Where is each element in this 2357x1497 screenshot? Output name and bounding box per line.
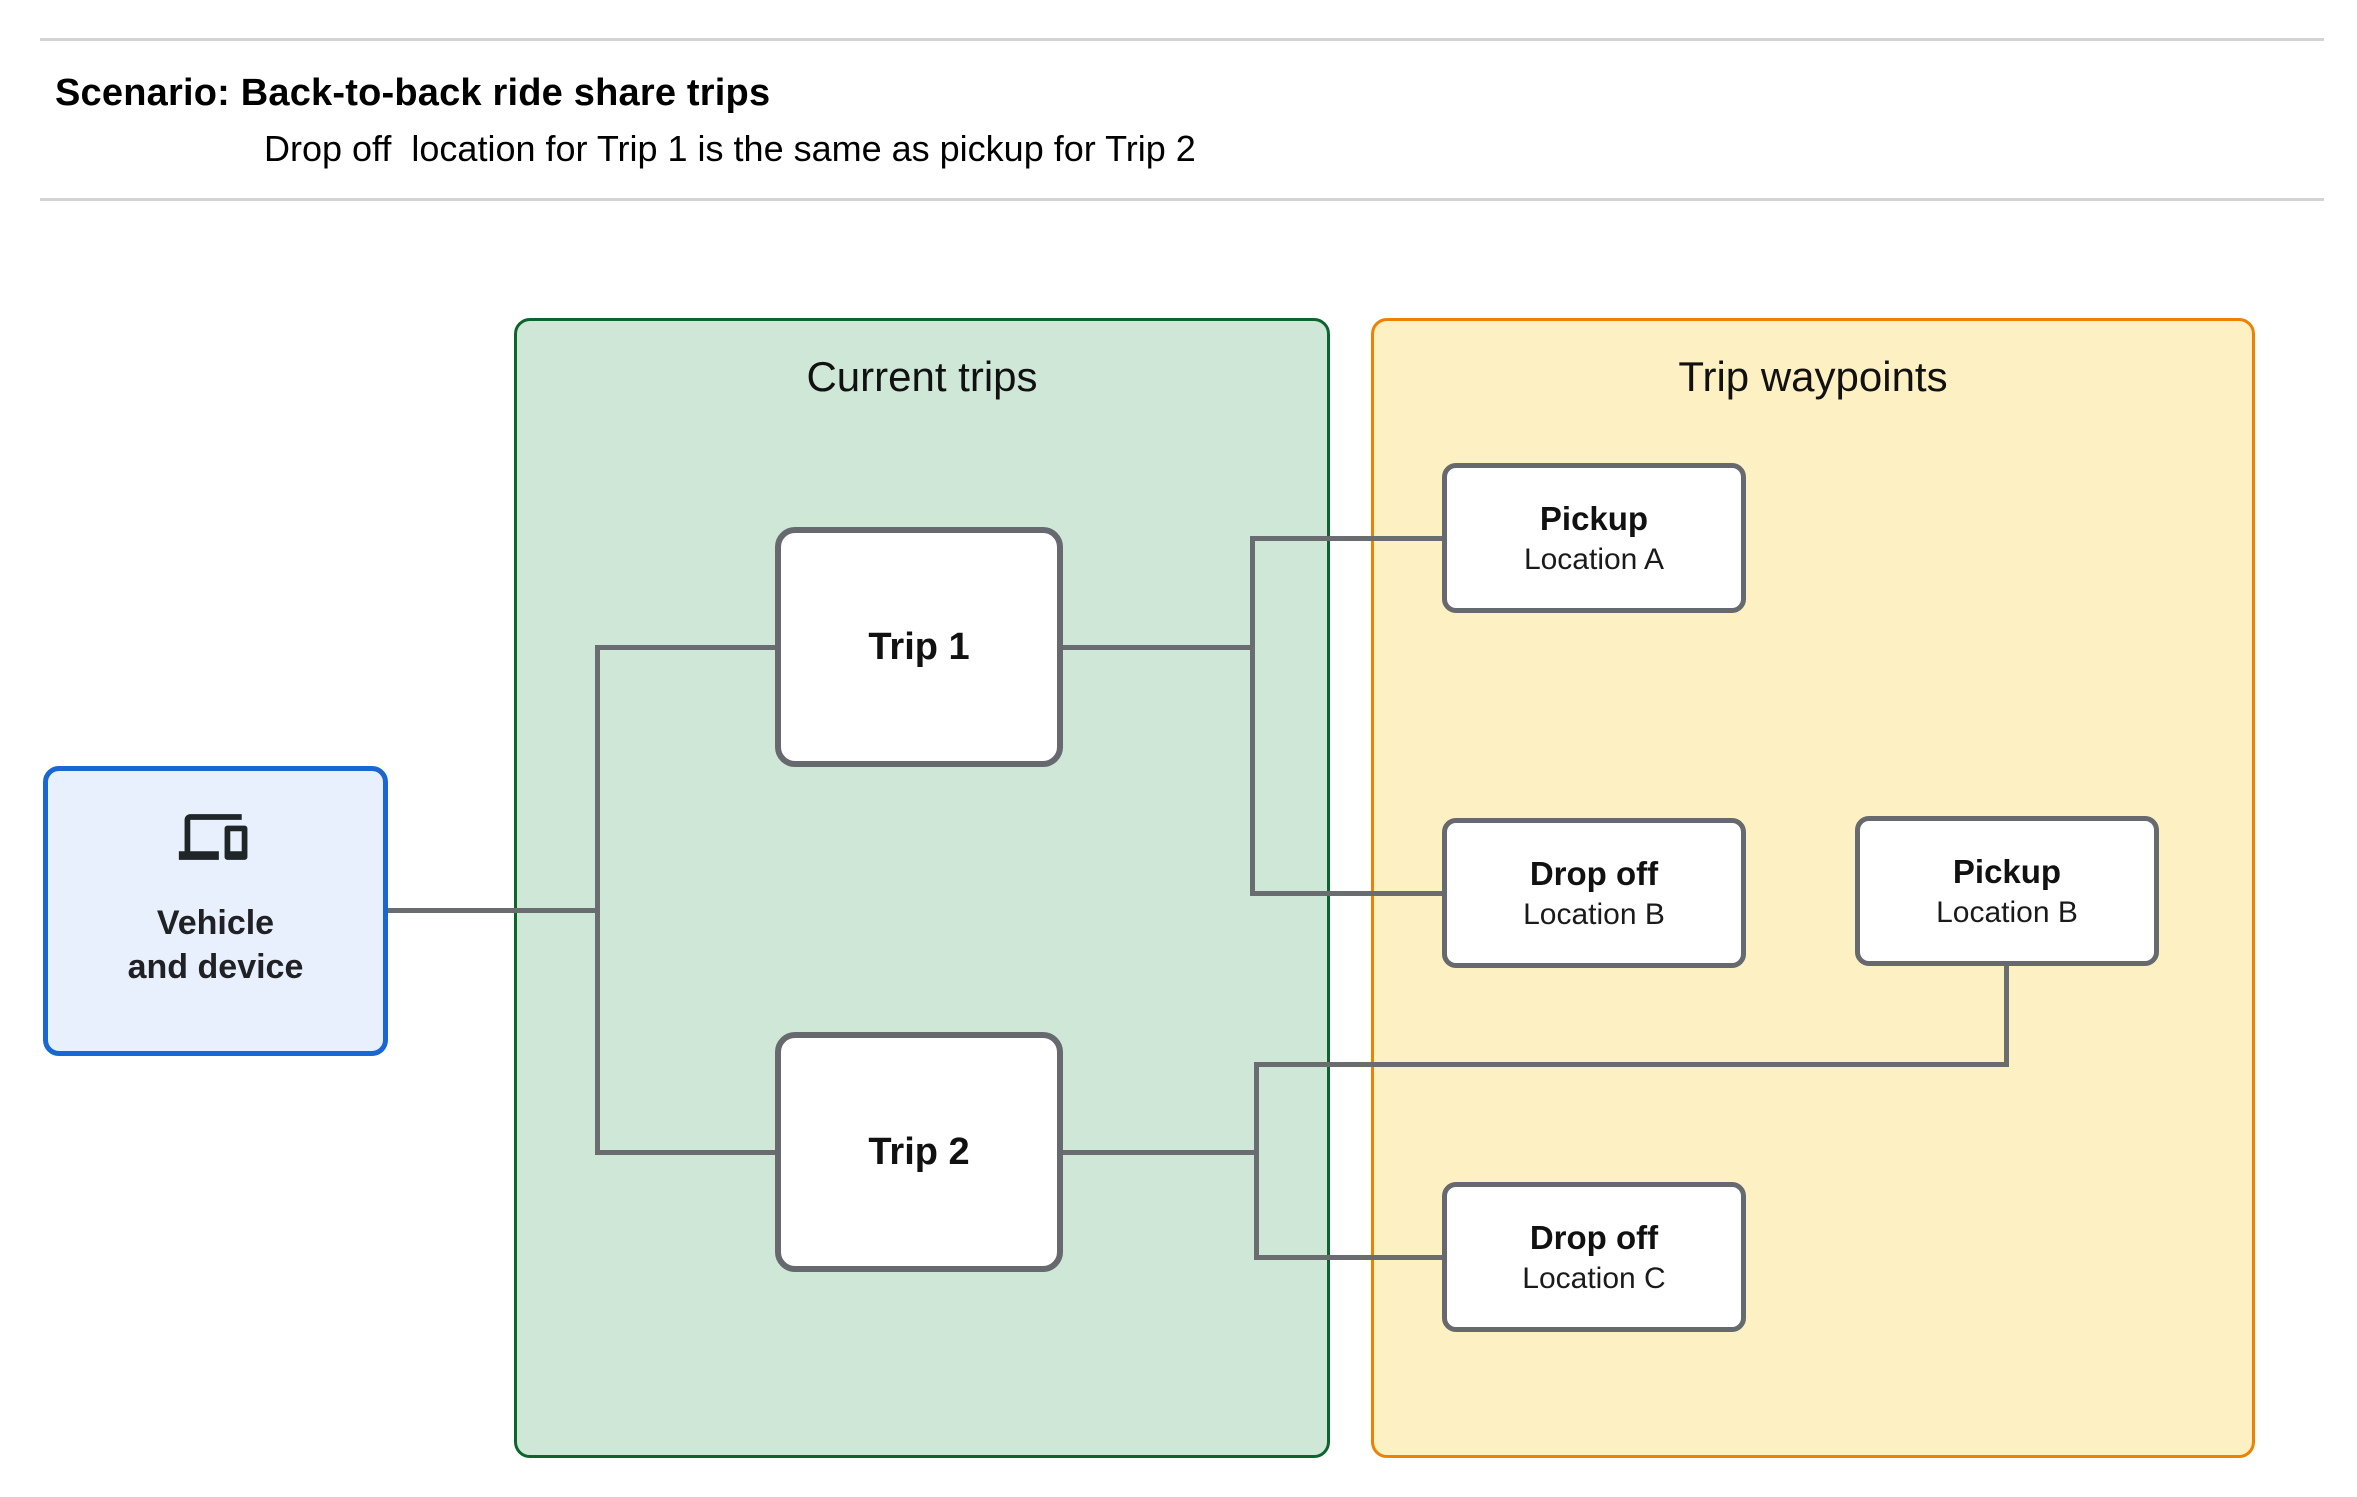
dropoff-c-location: Location C	[1522, 1261, 1666, 1295]
pickup-b-title: Pickup	[1952, 852, 2062, 890]
connector-trip2-to-pickup-b-horizontal	[1254, 1062, 2007, 1067]
trip-2-label: Trip 2	[868, 1130, 970, 1173]
node-pickup-location-b: Pickup Location B	[1855, 816, 2159, 966]
dropoff-c-title: Drop off	[1529, 1218, 1659, 1256]
divider-top	[40, 38, 2324, 41]
group-current-trips: Current trips	[514, 318, 1330, 1458]
connector-trip1-waypoints-vertical	[1250, 536, 1255, 896]
connector-to-dropoff-b	[1250, 891, 1442, 896]
connector-trips-junction-vertical	[595, 645, 600, 1155]
connector-trip2-to-waypoint-junction	[1063, 1150, 1259, 1155]
page-title: Scenario: Back-to-back ride share trips	[55, 72, 771, 114]
group-trip-waypoints-title: Trip waypoints	[1678, 353, 1948, 400]
vehicle-label: Vehicle and device	[128, 901, 304, 989]
connector-vehicle-to-junction	[388, 908, 600, 913]
devices-icon	[178, 814, 247, 860]
node-trip-1: Trip 1	[775, 527, 1063, 767]
connector-to-dropoff-c	[1254, 1255, 1442, 1260]
node-vehicle-and-device: Vehicle and device	[43, 766, 388, 1056]
page-subtitle: Drop off location for Trip 1 is the same…	[264, 128, 1196, 169]
node-trip-2: Trip 2	[775, 1032, 1063, 1272]
trip-1-label: Trip 1	[868, 625, 970, 668]
node-pickup-location-a: Pickup Location A	[1442, 463, 1746, 613]
connector-trip1-to-waypoint-junction	[1063, 645, 1255, 650]
node-dropoff-location-b: Drop off Location B	[1442, 818, 1746, 968]
dropoff-b-location: Location B	[1523, 897, 1665, 931]
dropoff-b-title: Drop off	[1529, 854, 1659, 892]
vehicle-label-line1: Vehicle	[156, 904, 275, 942]
connector-junction-to-trip2	[595, 1150, 775, 1155]
pickup-a-title: Pickup	[1539, 499, 1649, 537]
node-dropoff-location-c: Drop off Location C	[1442, 1182, 1746, 1332]
group-current-trips-title: Current trips	[806, 353, 1038, 400]
connector-pickup-b-vertical	[2004, 964, 2009, 1067]
connector-junction-to-trip1	[595, 645, 775, 650]
vehicle-label-line2: and device	[127, 948, 304, 987]
pickup-b-location: Location B	[1936, 895, 2078, 929]
pickup-a-location: Location A	[1523, 542, 1665, 576]
connector-to-pickup-a	[1250, 536, 1442, 541]
divider-bottom	[40, 198, 2324, 201]
connector-trip2-waypoints-vertical	[1254, 1062, 1259, 1260]
